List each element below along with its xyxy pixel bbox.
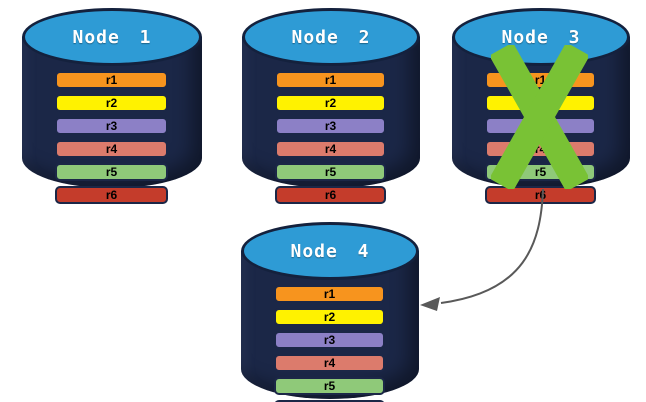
node-1-top: Node 1 bbox=[22, 8, 202, 66]
node-1-records: r1 r2 r3 r4 r5 r6 bbox=[55, 71, 168, 204]
node-3-cylinder: r1 r2 r3 r4 r5 r6 Node 3 bbox=[452, 8, 630, 204]
record-r2: r2 bbox=[55, 94, 168, 112]
record-r1: r1 bbox=[275, 71, 386, 89]
record-r2: r2 bbox=[275, 94, 386, 112]
node-3-records: r1 r2 r3 r4 r5 r6 bbox=[485, 71, 596, 204]
record-r2: r2 bbox=[274, 308, 385, 326]
node-3-top: Node 3 bbox=[452, 8, 630, 66]
record-r3: r3 bbox=[274, 331, 385, 349]
node-3-title: Node 3 bbox=[501, 26, 581, 48]
record-r5: r5 bbox=[274, 377, 385, 395]
record-r1: r1 bbox=[485, 71, 596, 89]
record-r6: r6 bbox=[274, 400, 385, 402]
record-r5: r5 bbox=[275, 163, 386, 181]
node-2-records: r1 r2 r3 r4 r5 r6 bbox=[275, 71, 386, 204]
record-r1: r1 bbox=[274, 285, 385, 303]
record-r4: r4 bbox=[274, 354, 385, 372]
node-2-cylinder: r1 r2 r3 r4 r5 r6 Node 2 bbox=[242, 8, 420, 204]
node-1-title: Node 1 bbox=[72, 26, 152, 48]
record-r4: r4 bbox=[275, 140, 386, 158]
node-1-cylinder: r1 r2 r3 r4 r5 r6 Node 1 bbox=[22, 8, 202, 204]
record-r6: r6 bbox=[275, 186, 386, 204]
record-r4: r4 bbox=[55, 140, 168, 158]
record-r4: r4 bbox=[485, 140, 596, 158]
node-4-title: Node 4 bbox=[290, 240, 370, 262]
record-r5: r5 bbox=[55, 163, 168, 181]
node-4-top: Node 4 bbox=[241, 222, 419, 280]
record-r6: r6 bbox=[485, 186, 596, 204]
node-4-cylinder: r1 r2 r3 r4 r5 r6 Node 4 bbox=[241, 222, 419, 402]
record-r3: r3 bbox=[275, 117, 386, 135]
node-4-records: r1 r2 r3 r4 r5 r6 bbox=[274, 285, 385, 402]
node-2-top: Node 2 bbox=[242, 8, 420, 66]
record-r3: r3 bbox=[55, 117, 168, 135]
node-2-title: Node 2 bbox=[291, 26, 371, 48]
record-r3: r3 bbox=[485, 117, 596, 135]
record-r5: r5 bbox=[485, 163, 596, 181]
record-r6: r6 bbox=[55, 186, 168, 204]
record-r1: r1 bbox=[55, 71, 168, 89]
record-r2: r2 bbox=[485, 94, 596, 112]
